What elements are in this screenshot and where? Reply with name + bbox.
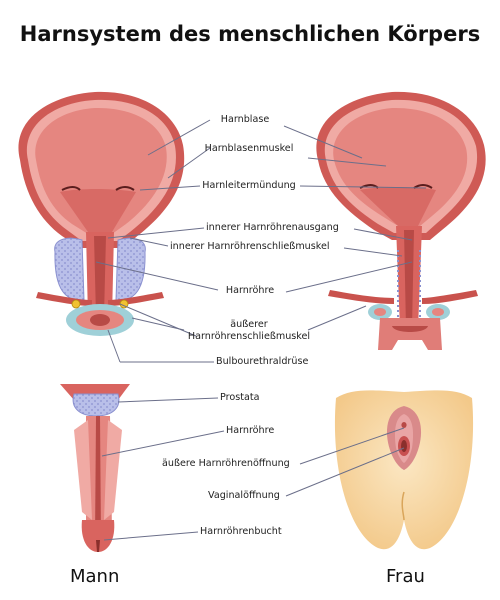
leader-lines xyxy=(95,119,427,541)
label-harnleitermuendung: Harnleitermündung xyxy=(202,180,296,191)
label-vaginaloeffnung: Vaginalöffnung xyxy=(208,490,280,501)
caption-female: Frau xyxy=(386,566,425,587)
label-aeusserer-line2: Harnröhrenschließmuskel xyxy=(187,331,311,342)
label-bulbourethraldruese: Bulbourethraldrüse xyxy=(216,356,309,367)
male-bladder-illustration xyxy=(18,91,185,336)
diagram-title: Harnsystem des menschlichen Körpers xyxy=(19,22,481,46)
label-prostata: Prostata xyxy=(220,392,260,403)
label-harnroehre: Harnröhre xyxy=(225,285,275,296)
label-harnblasenmuskel: Harnblasenmuskel xyxy=(204,143,294,154)
vulva-illustration xyxy=(334,390,474,550)
penis-illustration xyxy=(60,384,130,552)
label-aeusserer-line1: äußerer xyxy=(230,319,268,330)
label-aeussere-harnroehrenoeffnung: äußere Harnröhrenöffnung xyxy=(162,458,290,469)
label-innerer-harnroehrenschliessmuskel: innerer Harnröhrenschließmuskel xyxy=(170,241,330,252)
label-harnroehre-penis: Harnröhre xyxy=(226,425,275,436)
label-innerer-harnroehrenausgang: innerer Harnröhrenausgang xyxy=(206,222,339,233)
label-harnblase: Harnblase xyxy=(220,114,270,125)
female-bladder-illustration xyxy=(316,91,486,350)
label-harnroehrenbucht: Harnröhrenbucht xyxy=(200,526,282,537)
caption-male: Mann xyxy=(70,566,120,587)
